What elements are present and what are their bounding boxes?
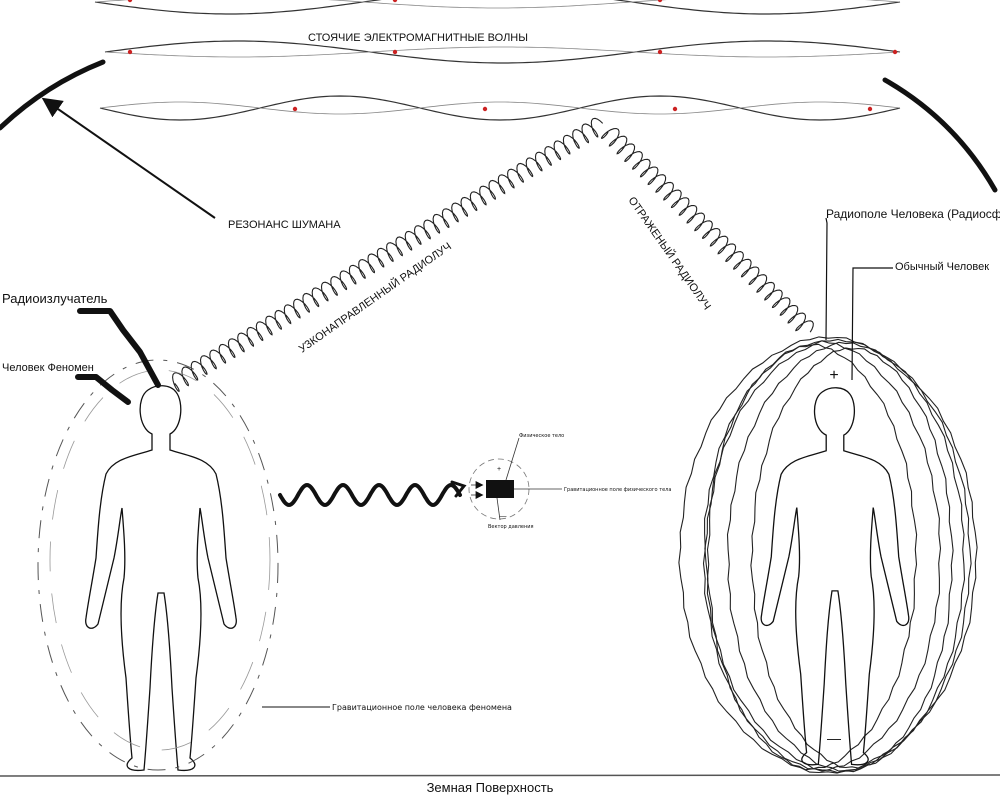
standing-waves-label: СТОЯЧИЕ ЭЛЕКТРОМАГНИТНЫЕ ВОЛНЫ — [308, 32, 528, 44]
ordinary-human — [760, 387, 910, 766]
phenomenon-gravity-field-inner — [49, 369, 271, 751]
ordinary-human-label: Обычный Человек — [895, 261, 989, 273]
radiosphere-shell — [678, 336, 978, 774]
wave-nodes — [127, 0, 898, 112]
ionosphere-arc-left — [0, 59, 106, 131]
standing-waves — [94, 0, 901, 121]
schumann-label: РЕЗОНАНС ШУМАНА — [228, 219, 341, 231]
wave-node — [672, 106, 678, 112]
radiosphere-shell — [706, 343, 918, 771]
wave-node — [867, 106, 873, 112]
wave-node — [482, 106, 488, 112]
wave-node — [392, 49, 398, 55]
phenomenon-gravity-field — [37, 359, 279, 771]
reflected-radio-beam — [600, 127, 814, 333]
gravity-field-body-label: Гравитационное поле физического тела — [564, 487, 671, 493]
physical-body-plus: + — [497, 466, 501, 473]
gravity-wave-arrowhead — [450, 480, 467, 498]
wave-node — [657, 0, 663, 3]
phenomenon-human — [85, 385, 237, 772]
phenomenon-human-outline — [85, 385, 237, 772]
standing-wave-middle-secondary — [104, 46, 901, 58]
radiosphere-shell — [726, 341, 966, 773]
physical-body-label: Физическое тело — [519, 433, 564, 439]
wave-node — [127, 49, 133, 55]
physical-body-minus: — — [500, 513, 507, 520]
radio-emitter-label: Радиоизлучатель — [2, 291, 108, 306]
standing-wave-top — [94, 0, 901, 15]
physical-body-inset: + — Физическое тело Гравитационное поле … — [468, 433, 671, 530]
standing-wave-lower-secondary — [99, 101, 901, 115]
radio-field-label: Радиополе Человека (Радиосфера) — [826, 207, 1000, 221]
standing-wave-middle — [104, 40, 901, 64]
gravity-field-phenomenon-label: Гравитационное поле человека феномена — [332, 703, 512, 712]
ionosphere-arc-right — [882, 77, 998, 193]
wave-node — [892, 49, 898, 55]
reflected-beam-label: ОТРАЖЕНЫЙ РАДИОЛУЧ — [626, 194, 714, 312]
standing-wave-top-secondary — [94, 0, 901, 9]
radiosphere — [678, 336, 978, 774]
pressure-vector-label: Вектор давления — [488, 524, 534, 530]
phenomenon-human-label: Человек Феномен — [2, 362, 94, 374]
earth-surface-line — [0, 774, 1000, 777]
standing-wave-lower — [99, 95, 901, 121]
phenomenon-pointer — [75, 374, 131, 405]
radiosphere-shell — [704, 338, 972, 774]
ordinary-human-outline — [760, 387, 910, 766]
narrow-radio-beam — [172, 117, 604, 393]
radiosphere-minus: — — [827, 730, 841, 746]
radiosphere-shell — [750, 347, 954, 769]
schumann-pointer-line — [41, 97, 216, 219]
physical-body-block — [486, 480, 514, 498]
radio-field-pointer — [825, 217, 828, 341]
radio-emitter-pointer — [77, 308, 161, 388]
radiosphere-plus: + — [829, 367, 838, 384]
ordinary-human-pointer — [851, 267, 893, 381]
wave-node — [127, 0, 133, 3]
wave-node — [292, 106, 298, 112]
radiosphere-shell — [702, 340, 942, 772]
wave-node — [657, 49, 663, 55]
wave-node — [392, 0, 398, 3]
earth-surface-label: Земная Поверхность — [427, 780, 554, 795]
narrow-beam-label: УЗКОНАПРАВЛЕННЫЙ РАДИОЛУЧ — [296, 240, 454, 356]
gravity-wave-arrow — [278, 482, 462, 508]
